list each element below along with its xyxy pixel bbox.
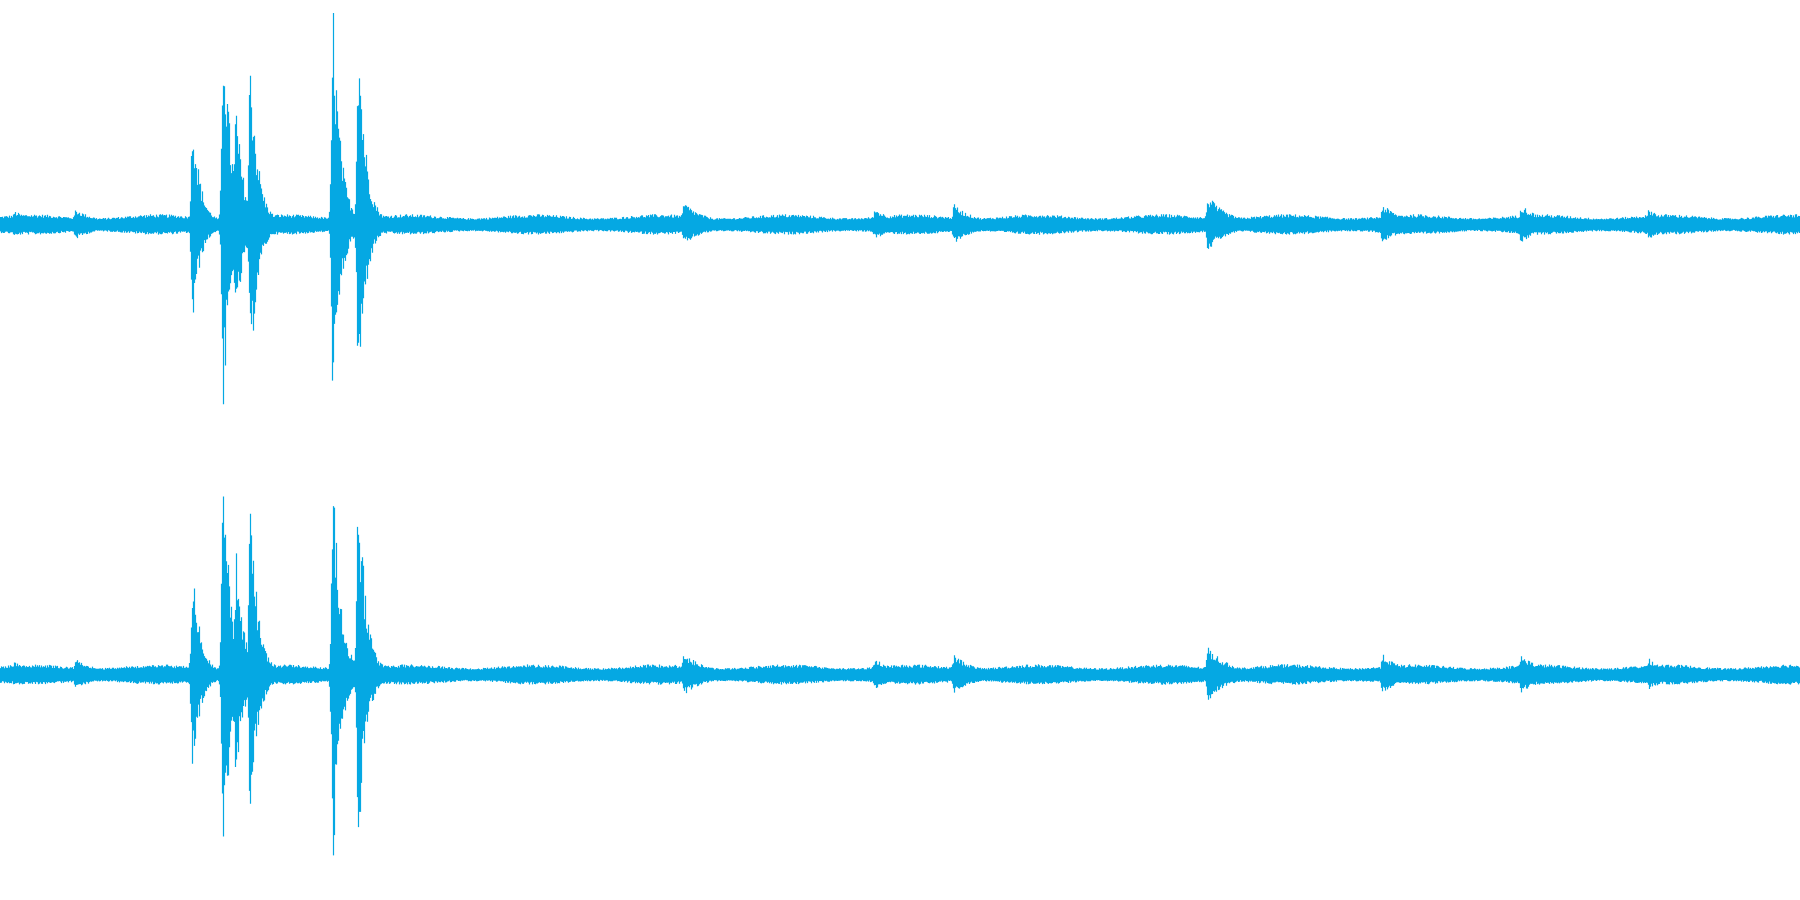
waveform-channel-1 [0, 13, 1800, 405]
waveform-baseline [0, 671, 1800, 679]
waveform-trace [0, 13, 1800, 405]
waveform-channel-2 [0, 496, 1800, 856]
waveform-baseline [0, 221, 1800, 229]
